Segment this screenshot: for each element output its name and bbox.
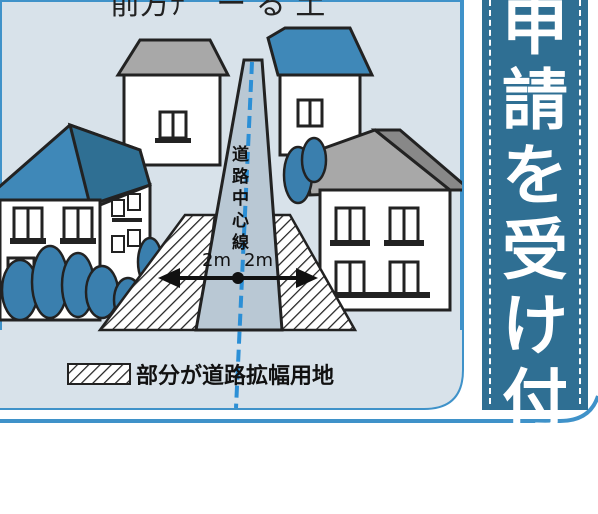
banner-dashed-frame (489, 0, 581, 404)
panel-bottom-border (0, 395, 598, 423)
left-distance-label: 2m (202, 250, 231, 271)
svg-text:路: 路 (232, 166, 250, 187)
right-distance-label: 2m (244, 250, 273, 271)
svg-text:中: 中 (232, 188, 249, 209)
banner-text: 申 請 を 受 け 付 け (482, 0, 588, 513)
banner-char: を (502, 137, 568, 214)
banner-char: 受 (502, 212, 568, 289)
header-fragment: 前方ﾃ ﾞ ー る 土 (110, 0, 325, 22)
road-widening-illustration: 前方ﾃ ﾞ ー る 土 (0, 0, 598, 423)
svg-text:道: 道 (232, 144, 249, 165)
right-gray-roof-house (303, 128, 462, 312)
legend-text: 部分が道路拡幅用地 (136, 363, 334, 389)
banner-char: 請 (502, 62, 568, 139)
banner-char: 付 (502, 362, 568, 439)
svg-text:線: 線 (232, 232, 249, 253)
back-left-house (115, 38, 231, 167)
svg-text:心: 心 (232, 211, 249, 231)
road-center-label: 道 路 中 心 線 (232, 144, 250, 253)
road (194, 58, 284, 332)
banner-char: け (502, 437, 568, 514)
right-trees (282, 136, 328, 205)
application-banner: 申 請 を 受 け 付 け (482, 0, 588, 513)
banner-char: 申 (502, 0, 568, 64)
distance-arrow (158, 268, 318, 288)
legend-hatch-swatch (67, 363, 131, 385)
banner-char: け (502, 287, 568, 364)
road-center-line (234, 61, 254, 408)
